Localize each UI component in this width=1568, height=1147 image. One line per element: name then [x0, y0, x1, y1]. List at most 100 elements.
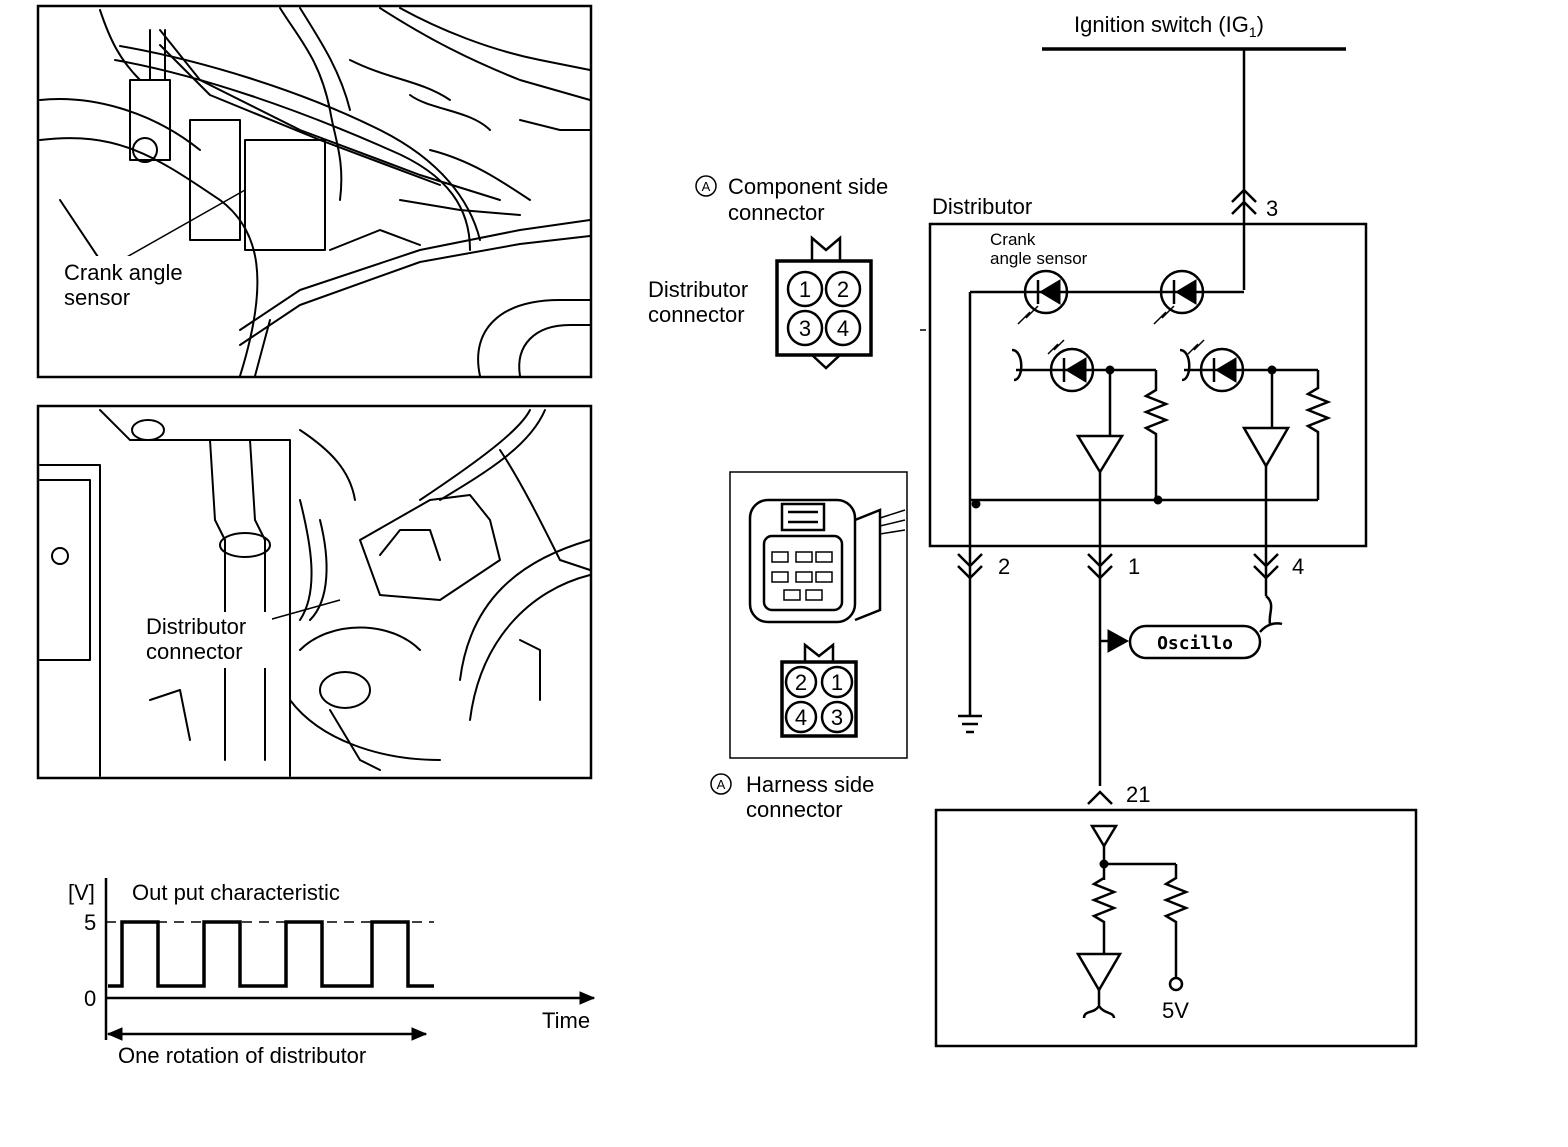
- node-ground-mid: [1153, 495, 1163, 505]
- harness-connector-body: [780, 660, 858, 738]
- harness-pin-2: [784, 665, 818, 699]
- harness-pin-2-number: 2: [795, 670, 807, 695]
- resistor-2: [1304, 370, 1332, 500]
- photo-crank-angle-sensor: Crank angle sensor: [36, 4, 593, 379]
- waveform-span-label: One rotation of distributor: [118, 1043, 366, 1068]
- component-pin-1-number: 1: [799, 277, 811, 302]
- terminal-4-chevron: [1253, 553, 1279, 580]
- waveform-y-high: 5: [84, 910, 96, 935]
- square-wave-trace: [108, 920, 434, 988]
- photodiode-2-triangle: [1215, 357, 1237, 383]
- distributor-connector-label-2: connector: [146, 639, 243, 664]
- output-waveform: [V] Out put characteristic 5 0 Time One …: [68, 878, 596, 1068]
- buffer-1: [1075, 434, 1125, 475]
- buffer-2: [1241, 426, 1291, 469]
- led-2-emission: [1153, 305, 1175, 325]
- waveform-y-unit: [V]: [68, 880, 95, 905]
- ecu-input-buffer: [1089, 824, 1119, 849]
- component-pin-4: [824, 309, 862, 347]
- led-1-emission: [1017, 305, 1039, 325]
- component-pin-4-number: 4: [837, 316, 849, 341]
- oscillo-label: Oscillo: [1157, 633, 1233, 654]
- circuit-schematic: Ignition switch (IG1) 3 Distributor Cran…: [920, 12, 1418, 1048]
- component-side-connector: A Component side connector Distributor c…: [648, 174, 888, 370]
- ignition-switch-text: Ignition switch (IG: [1074, 12, 1249, 37]
- distributor-label: Distributor: [932, 194, 1032, 219]
- node-ground-left: [971, 499, 981, 509]
- component-latch-top: [810, 235, 842, 261]
- resistor-1: [1142, 370, 1170, 500]
- engine-bay-illustration: [39, 7, 591, 377]
- component-caption-1: Component side: [728, 174, 888, 199]
- terminal-2-chevron: [957, 553, 983, 580]
- supply-label: 5V: [1162, 998, 1189, 1023]
- badge-letter-harness: A: [717, 777, 726, 792]
- badge-circle-component: [695, 175, 717, 197]
- crank-angle-sensor-label-1: Crank angle: [64, 260, 183, 285]
- span-arrow-right: [411, 1027, 428, 1041]
- component-pin-2-number: 2: [837, 277, 849, 302]
- label-backing-top: [58, 256, 208, 312]
- harness-panel-frame: [729, 471, 908, 759]
- connector-location-illustration: [39, 409, 591, 777]
- badge-circle-harness: [710, 773, 732, 795]
- oscillo-probe-arrow: [1107, 629, 1130, 653]
- component-pin-3-number: 3: [799, 316, 811, 341]
- label-backing-bottom: [142, 612, 272, 668]
- ignition-switch-label: Ignition switch (IG1): [1074, 12, 1264, 40]
- terminal-4-label: 4: [1292, 554, 1304, 579]
- terminal-21-label: 21: [1126, 782, 1150, 807]
- photo-frame-bottom: [36, 404, 593, 780]
- photodiode-2-body: [1199, 347, 1245, 393]
- component-pin-2: [824, 270, 862, 308]
- led-2-body: [1159, 269, 1205, 315]
- harness-caption-2: connector: [746, 797, 843, 822]
- ecu-box: [934, 808, 1418, 1048]
- badge-letter-component: A: [702, 179, 711, 194]
- photodiode-1-light: [1047, 339, 1065, 355]
- crank-angle-sensor-label-2: sensor: [64, 285, 130, 310]
- supply-terminal: [1168, 976, 1184, 992]
- terminal-1-label: 1: [1128, 554, 1140, 579]
- photodiode-2-light: [1187, 339, 1205, 355]
- led-2-triangle: [1175, 279, 1197, 305]
- terminal-3-label: 3: [1266, 196, 1278, 221]
- component-side-label-1: Distributor: [648, 277, 748, 302]
- terminal-3-chevron: [1231, 188, 1257, 215]
- harness-pin-3: [820, 700, 854, 734]
- component-caption-2: connector: [728, 200, 825, 225]
- photodiode-1-lead: [1011, 348, 1023, 382]
- ecu-resistor-2: [1162, 864, 1190, 978]
- photodiode-1-triangle: [1065, 357, 1087, 383]
- distributor-label-backing: [926, 196, 1056, 222]
- ecu-output-buffer: [1075, 952, 1123, 993]
- leader-crank-angle-sensor: [124, 189, 246, 259]
- ecu-resistor-1: [1090, 876, 1118, 954]
- harness-latch-top: [803, 642, 835, 662]
- ecu-output-lead: [1082, 990, 1116, 1019]
- component-latch-bottom: [811, 354, 841, 370]
- harness-pin-4-number: 4: [795, 705, 807, 730]
- terminal-21-chevron: [1087, 790, 1113, 805]
- ignition-switch-subscript: 1: [1249, 24, 1257, 40]
- ignition-switch-close: ): [1257, 12, 1264, 37]
- harness-pin-4: [784, 700, 818, 734]
- component-side-label-2: connector: [648, 302, 745, 327]
- ground-symbol: [958, 714, 982, 734]
- harness-side-connector: 2 1 4 3 A Harness side connector: [710, 471, 908, 822]
- oscillo-box: [1128, 624, 1262, 660]
- waveform-title: Out put characteristic: [132, 880, 340, 905]
- photo-distributor-connector: Distributor connector: [36, 404, 593, 780]
- harness-pin-1-number: 1: [831, 670, 843, 695]
- terminal-2-label: 2: [998, 554, 1010, 579]
- harness-plug-illustration: [748, 498, 906, 624]
- sensor-label-2: angle sensor: [990, 249, 1088, 268]
- x-axis-arrowhead: [579, 991, 596, 1005]
- sensor-label-1: Crank: [990, 230, 1036, 249]
- component-pin-3: [786, 309, 824, 347]
- distributor-box: [928, 222, 1368, 548]
- photodiode-1-body: [1049, 347, 1095, 393]
- distributor-connector-label-1: Distributor: [146, 614, 246, 639]
